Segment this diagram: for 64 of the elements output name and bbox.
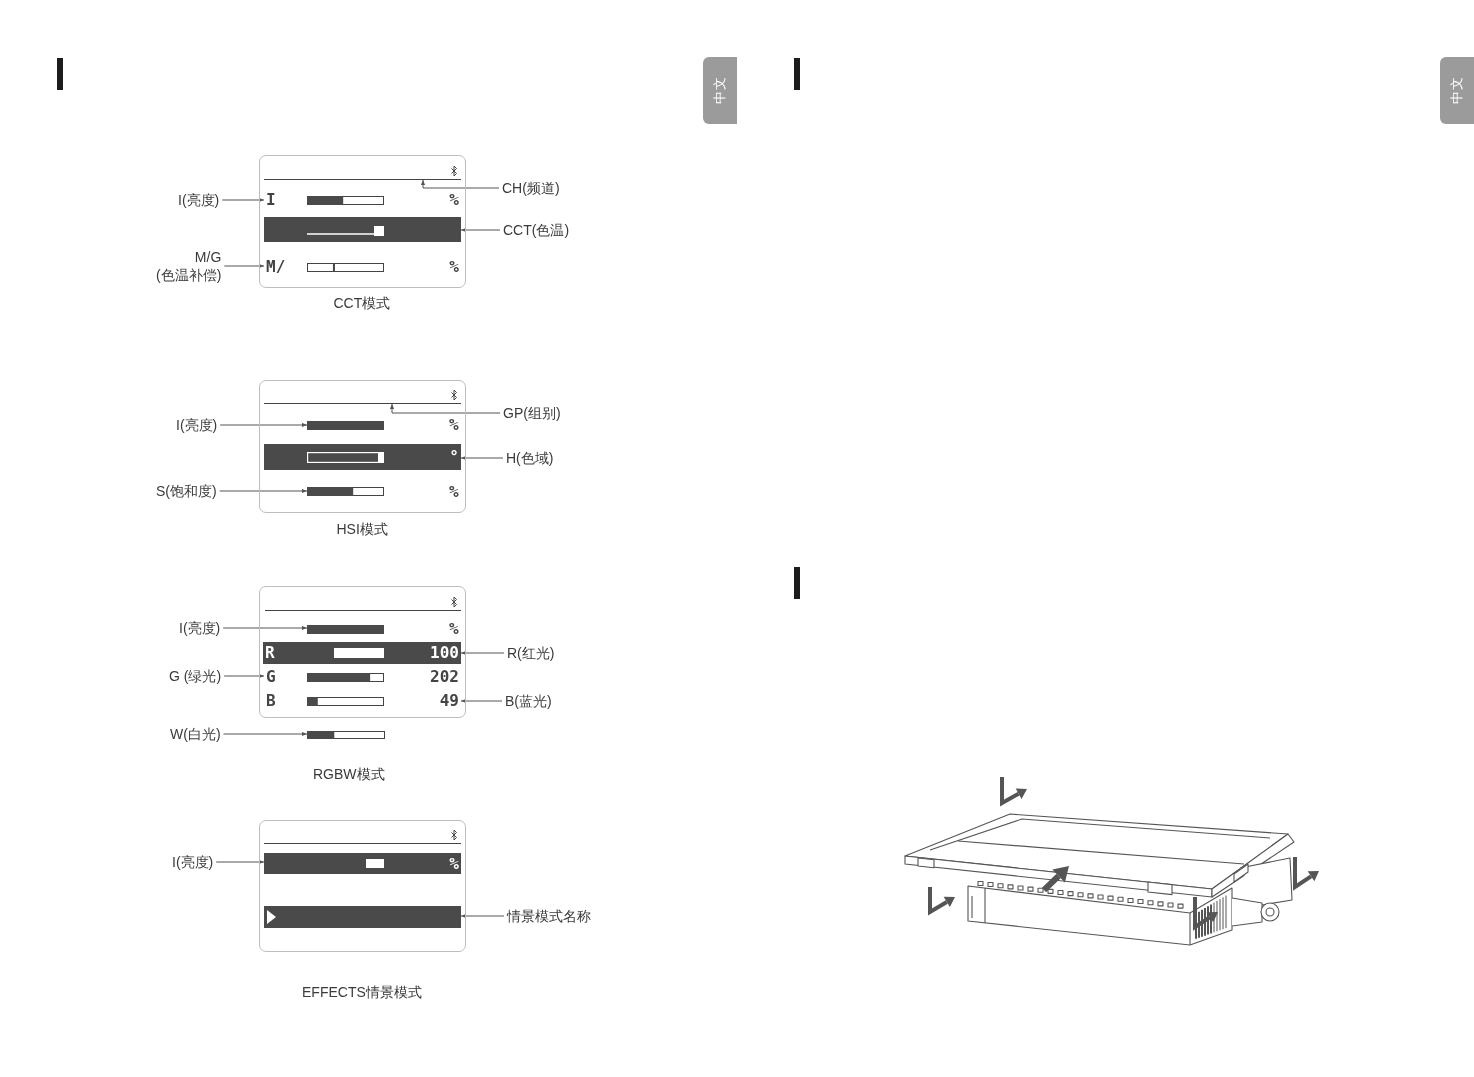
lcd-screen — [259, 380, 466, 513]
highlighted-row — [264, 444, 461, 470]
language-tab: 中文 — [703, 57, 737, 124]
callout-label: B(蓝光) — [505, 692, 552, 710]
callout-label: I(亮度) — [172, 853, 214, 871]
unit-symbol: % — [449, 415, 459, 435]
leader-line — [420, 179, 500, 189]
leader-line — [223, 731, 308, 737]
value-readout: 100 — [430, 642, 459, 664]
parameter-label: I — [266, 190, 276, 210]
leader-line — [460, 650, 505, 656]
callout-label: CCT(色温) — [503, 221, 570, 239]
leader-line — [221, 197, 265, 203]
unit-symbol: % — [449, 257, 459, 277]
leader-line — [460, 913, 505, 919]
leader-line — [460, 698, 503, 704]
mode-label: CCT模式 — [333, 294, 391, 312]
callout-label: M/G (色温补偿) — [156, 248, 222, 284]
mode-label: HSI模式 — [336, 520, 388, 538]
callout-label: GP(组别) — [503, 404, 561, 422]
highlighted-row — [263, 642, 461, 664]
leader-line — [219, 422, 308, 428]
highlighted-row — [264, 853, 461, 874]
parameter-label: M/ — [266, 257, 286, 277]
parameter-label: G — [266, 667, 276, 687]
unit-symbol: % — [449, 619, 459, 639]
mode-label: EFFECTS情景模式 — [302, 983, 422, 1001]
mode-label: RGBW模式 — [313, 765, 385, 783]
leader-line — [222, 625, 308, 631]
value-readout: 202 — [430, 667, 459, 687]
parameter-label: R — [265, 642, 275, 664]
callout-label: I(亮度) — [178, 191, 220, 209]
leader-line — [389, 403, 501, 414]
language-tab: 中文 — [1440, 57, 1474, 124]
callout-label: G (绿光) — [169, 667, 222, 685]
progress-bar — [307, 731, 385, 739]
progress-bar — [307, 625, 384, 634]
callout-label: CH(频道) — [502, 179, 560, 197]
unit-symbol: ° — [449, 446, 459, 468]
highlighted-row — [264, 906, 461, 928]
unit-symbol: % — [449, 853, 459, 874]
callout-label: I(亮度) — [176, 416, 218, 434]
leader-line — [460, 227, 501, 233]
progress-bar — [307, 487, 384, 496]
callout-label: 情景模式名称 — [507, 907, 591, 925]
callout-label: I(亮度) — [179, 619, 221, 637]
progress-bar — [307, 421, 384, 430]
lcd-screen — [259, 155, 466, 288]
callout-label: W(白光) — [170, 725, 221, 743]
lcd-screen — [259, 820, 466, 952]
lcd-screen — [259, 586, 466, 718]
callout-label: R(红光) — [507, 644, 555, 662]
value-readout: 49 — [439, 691, 459, 711]
callout-label: S(饱和度) — [156, 482, 217, 500]
leader-line — [215, 859, 265, 865]
unit-symbol: % — [449, 190, 459, 210]
leader-line — [219, 488, 308, 494]
parameter-label: B — [266, 691, 276, 711]
leader-line — [223, 673, 265, 679]
unit-symbol: % — [449, 482, 459, 502]
highlighted-row — [264, 217, 461, 242]
callout-label: H(色域) — [506, 449, 554, 467]
leader-line — [223, 263, 265, 269]
leader-line — [460, 455, 504, 461]
